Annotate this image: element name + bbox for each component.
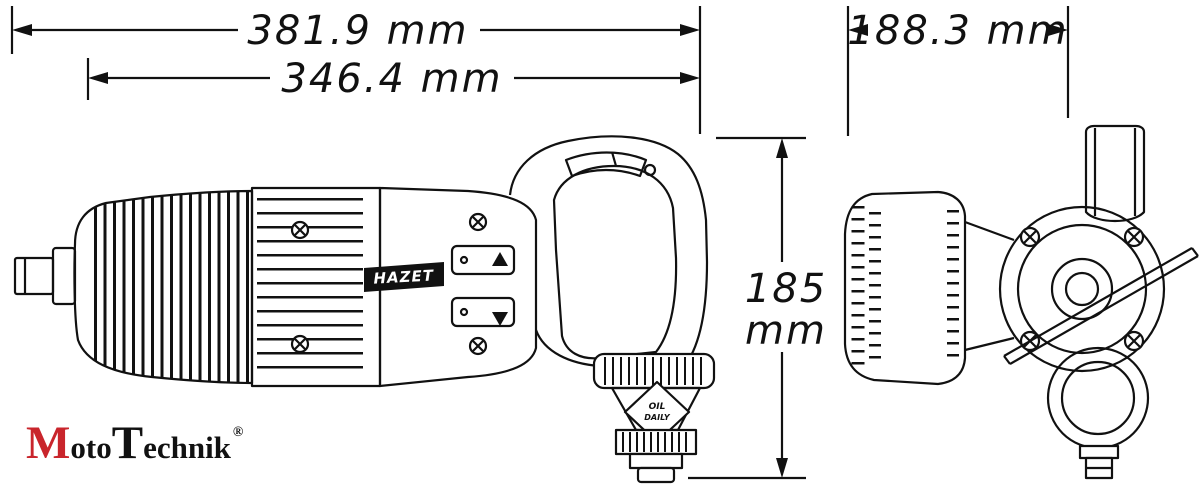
logo-letter-t: T <box>111 417 144 469</box>
arrow-left-icon <box>848 24 868 36</box>
arrow-left-icon <box>88 72 108 84</box>
handle <box>508 135 709 379</box>
screw-icon <box>1123 226 1145 248</box>
logo-letter-m: M <box>26 417 71 469</box>
arrow-up-icon <box>776 138 788 158</box>
rear-grip-bottom <box>1046 346 1150 480</box>
screw-icon <box>290 334 310 354</box>
arrow-right-icon <box>680 24 700 36</box>
dimension-total-length: 381.9 mm <box>10 6 702 134</box>
arrow-right-icon <box>680 72 700 84</box>
direction-arrow-up-icon <box>492 252 508 266</box>
inlet-pipe <box>628 452 684 470</box>
frame-strut <box>964 336 1015 352</box>
dimension-label-housing-length: 346.4 mm <box>281 56 502 102</box>
dimension-label-depth: 188.3 mm <box>847 8 1068 54</box>
hose-nipple <box>636 466 676 484</box>
screw-icon <box>1019 226 1041 248</box>
arrow-right-icon <box>1048 24 1068 36</box>
dimension-housing-length: 346.4 mm <box>86 56 700 102</box>
dimension-label-total-length: 381.9 mm <box>247 8 468 54</box>
side-bar <box>1003 247 1199 365</box>
air-inlet-assembly: OIL DAILY <box>592 352 716 484</box>
screw-icon <box>1123 330 1145 352</box>
dimension-label-height-unit: mm <box>745 308 827 354</box>
dimension-depth: 188.3 mm <box>846 6 1070 136</box>
rear-ribbed-housing <box>843 190 967 386</box>
motor-housing <box>250 186 382 388</box>
brand-plate-label: HAZET <box>373 266 435 287</box>
arrow-left-icon <box>12 24 32 36</box>
impact-wrench-side-view: HAZET OIL D <box>13 135 716 484</box>
square-drive <box>13 246 77 306</box>
dimension-label-height-value: 185 <box>745 266 827 312</box>
dimension-height: 185 mm <box>688 136 827 480</box>
brand-plate: HAZET <box>364 262 444 292</box>
screw-icon <box>468 336 488 356</box>
front-hammer-housing <box>73 189 254 385</box>
screw-icon <box>468 212 488 232</box>
valve-block <box>378 186 538 388</box>
oil-label-line1: OIL <box>649 402 666 412</box>
impact-wrench-rear-view <box>843 124 1199 480</box>
handle-body-join <box>534 329 601 368</box>
arrow-down-icon <box>776 458 788 478</box>
logo-text-echnik: echnik <box>143 430 231 465</box>
trigger-lever <box>564 151 657 178</box>
frame-strut <box>964 220 1015 242</box>
knurled-nut <box>614 428 698 456</box>
registered-trademark-icon: ® <box>232 425 244 440</box>
screw-icon <box>290 220 310 240</box>
logo-text-oto: oto <box>70 430 112 465</box>
oil-label-line2: DAILY <box>644 413 671 422</box>
direction-arrow-down-icon <box>492 312 508 326</box>
gear-case <box>998 205 1166 373</box>
rear-handle-top <box>1084 124 1146 222</box>
